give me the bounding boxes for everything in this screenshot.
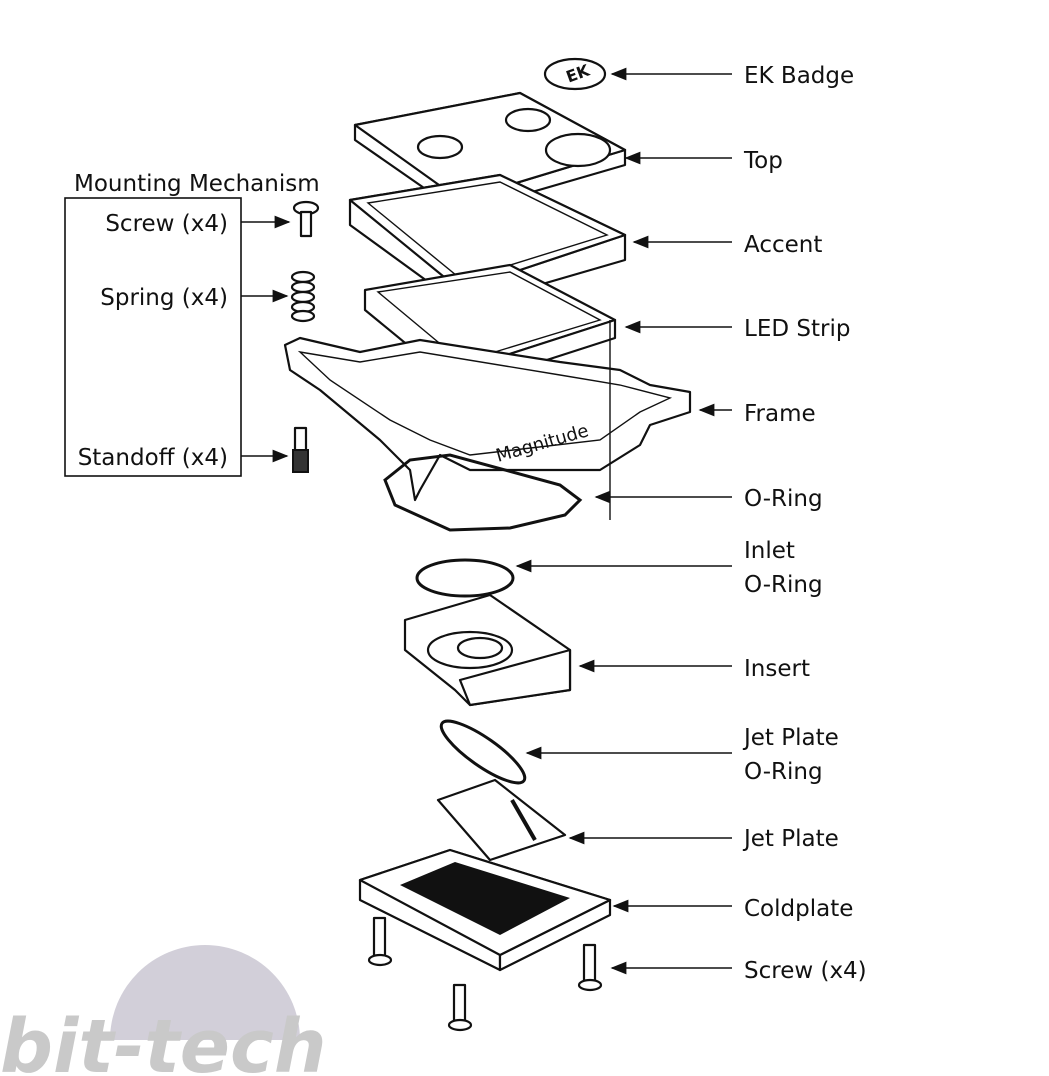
frame-part: Magnitude xyxy=(283,336,692,502)
label-mount-screw: Screw (x4) xyxy=(105,211,228,237)
label-jet-oring-line1: Jet Plate xyxy=(742,725,839,751)
label-accent: Accent xyxy=(744,232,822,258)
jet-plate-o-ring-part xyxy=(439,719,527,785)
label-insert: Insert xyxy=(744,656,810,682)
ek-badge-part: EK xyxy=(543,57,607,91)
label-coldplate: Coldplate xyxy=(744,896,853,922)
label-frame: Frame xyxy=(744,401,816,427)
mount-spring-part xyxy=(290,270,316,323)
mount-standoff-part xyxy=(292,426,309,473)
mount-screw-part xyxy=(292,200,320,238)
o-ring-part xyxy=(383,320,611,532)
label-jet-plate: Jet Plate xyxy=(742,826,839,852)
insert-part xyxy=(403,593,572,707)
coldplate-part xyxy=(358,848,612,972)
watermark-text: bit-tech xyxy=(0,1004,327,1076)
label-jet-oring-line2: O-Ring xyxy=(744,759,823,785)
coldplate-screws-part xyxy=(367,916,603,1032)
jet-plate-part xyxy=(436,778,567,862)
mounting-mechanism-box: Mounting Mechanism Screw (x4) Spring (x4… xyxy=(64,171,320,477)
label-top: Top xyxy=(743,148,783,174)
label-inlet-line2: O-Ring xyxy=(744,572,823,598)
inlet-o-ring-part xyxy=(415,558,515,598)
label-ek-badge: EK Badge xyxy=(744,63,854,89)
label-o-ring: O-Ring xyxy=(744,486,823,512)
mounting-title: Mounting Mechanism xyxy=(74,171,320,197)
bit-tech-watermark: bit-tech xyxy=(0,945,327,1076)
label-screw: Screw (x4) xyxy=(744,958,867,984)
label-mount-standoff: Standoff (x4) xyxy=(78,445,228,471)
label-led-strip: LED Strip xyxy=(744,316,850,342)
part-labels: EK Badge Top Accent LED Strip Frame O-Ri… xyxy=(515,63,867,984)
label-inlet-line1: Inlet xyxy=(744,538,795,564)
label-mount-spring: Spring (x4) xyxy=(100,285,228,311)
